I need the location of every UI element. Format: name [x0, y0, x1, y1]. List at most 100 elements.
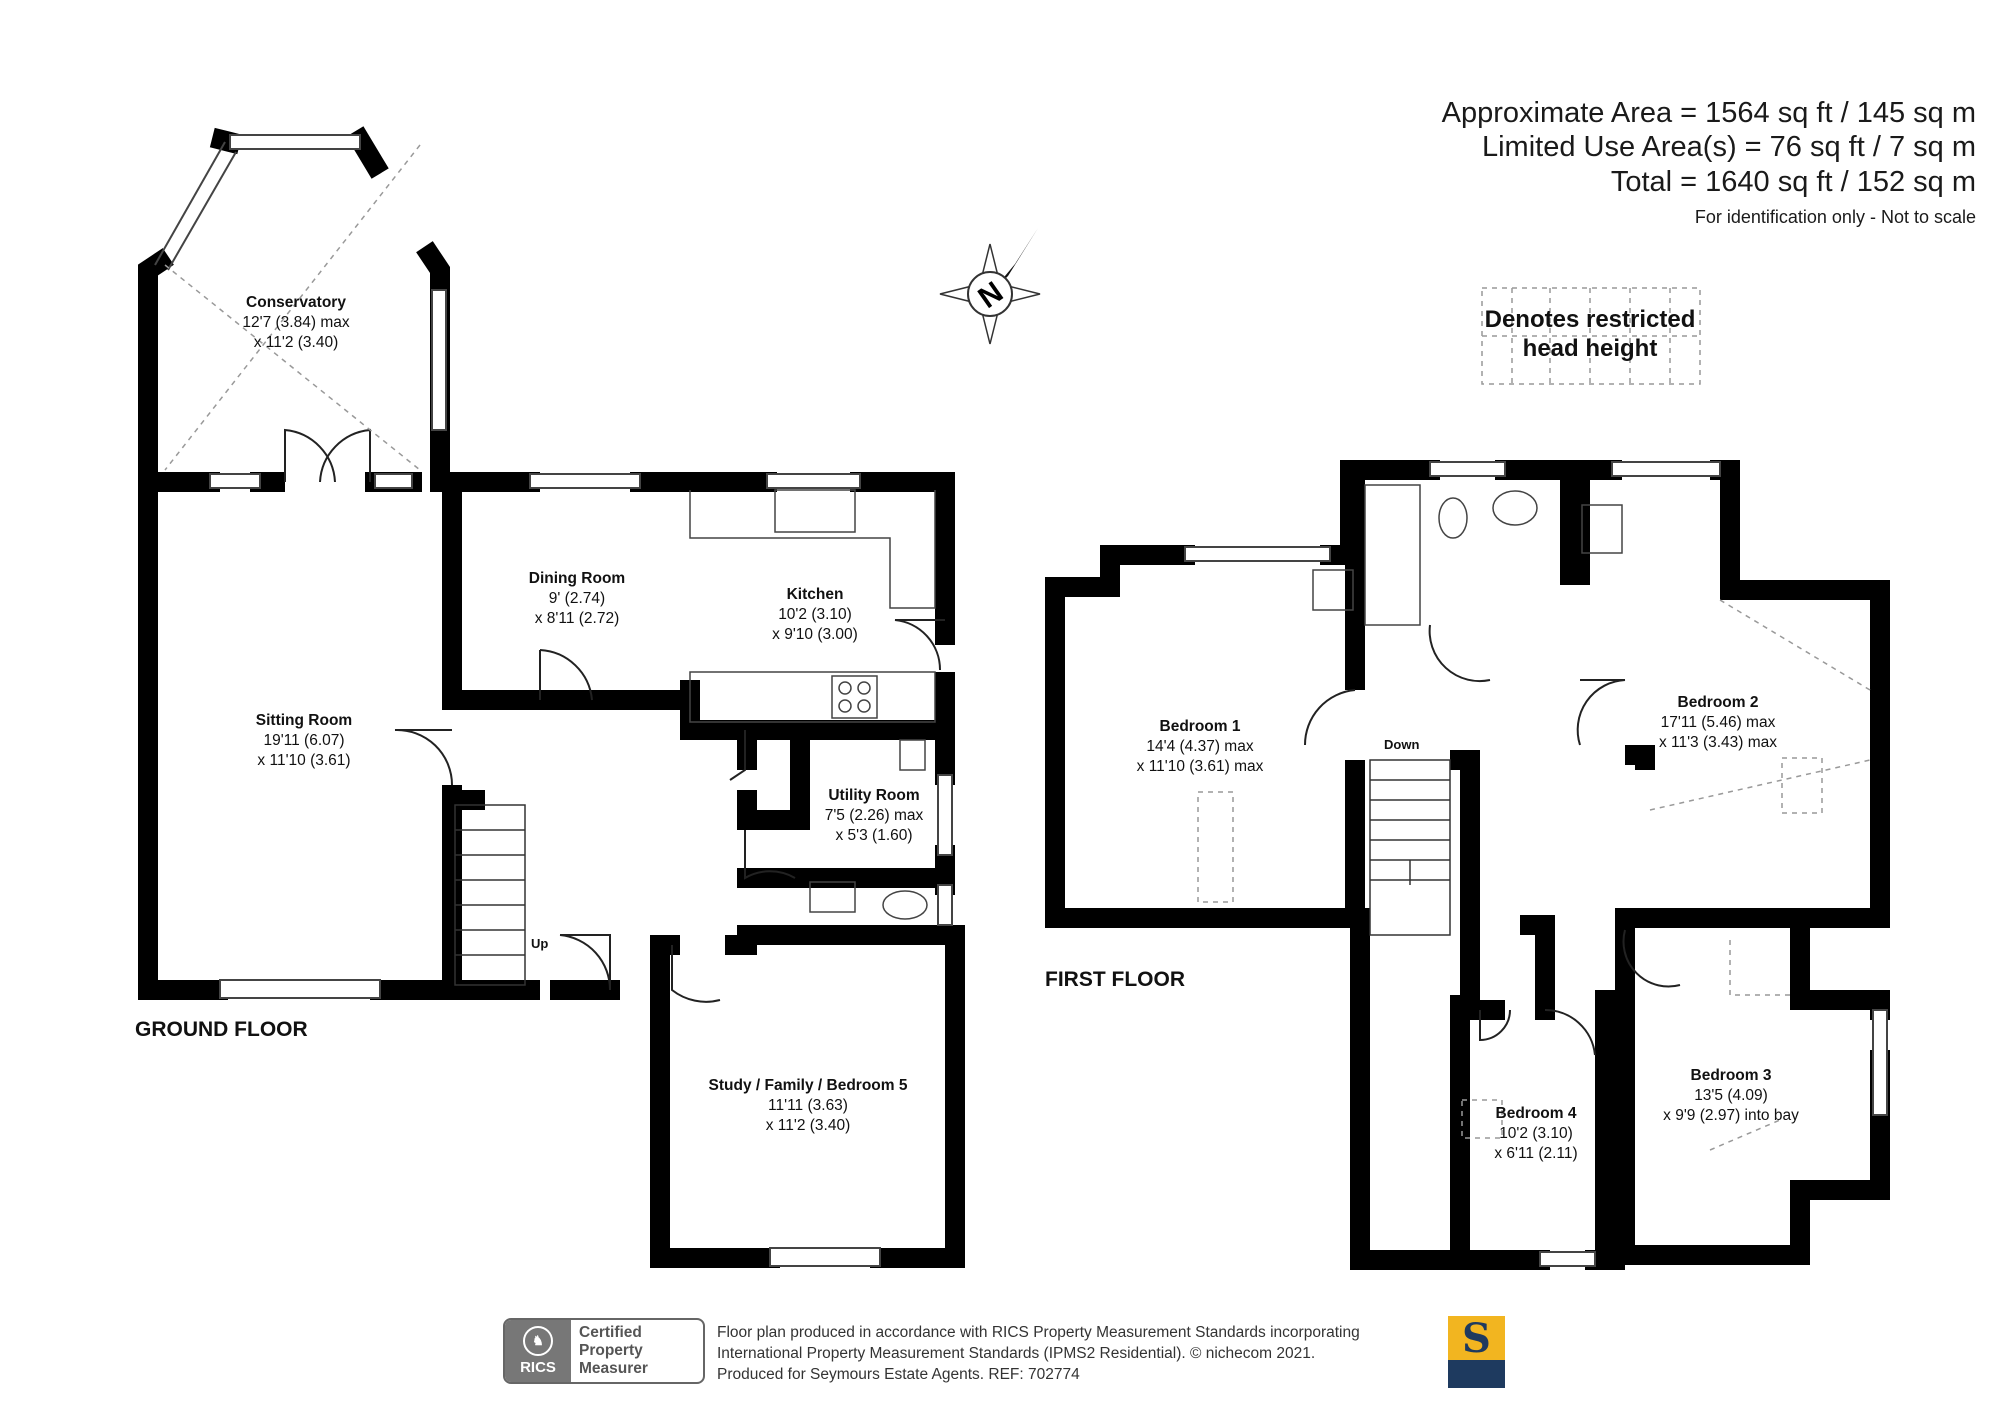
legend-line-1: Denotes restricted	[1484, 306, 1696, 333]
window	[219, 979, 381, 999]
bedroom4-walls	[1450, 915, 1615, 1265]
window	[529, 473, 641, 489]
seymours-logo: S	[1448, 1315, 1505, 1388]
footer-line: International Property Measurement Stand…	[717, 1345, 1316, 1362]
window	[1611, 461, 1721, 477]
room-dimension: 7'5 (2.26) max	[824, 807, 924, 824]
room-dimension: 11'11 (3.63)	[768, 1097, 848, 1114]
window	[769, 1247, 881, 1267]
room-name: Conservatory	[246, 294, 346, 311]
room-name: Bedroom 2	[1677, 694, 1759, 711]
kitchen-lower-counter	[689, 671, 936, 723]
utility-unit	[899, 739, 926, 771]
room-dimension: 10'2 (3.10)	[1499, 1125, 1573, 1142]
first-floor-stairs	[1369, 759, 1451, 936]
rics-certified-badge: ♞ RICS Certified Property Measurer	[503, 1318, 705, 1384]
legend-line-2: head height	[1522, 335, 1658, 362]
room-name: Dining Room	[528, 570, 626, 587]
basin-bed1-icon	[1312, 569, 1354, 611]
window	[209, 473, 261, 489]
window	[1184, 546, 1331, 562]
room-dimension: x 9'9 (2.97) into bay	[1663, 1107, 1799, 1124]
room-dimension: x 11'10 (3.61) max	[1136, 758, 1264, 775]
room-dining-room: Dining Room 9' (2.74) x 8'11 (2.72)	[529, 569, 625, 629]
room-sitting-room: Sitting Room 19'11 (6.07) x 11'10 (3.61)	[256, 711, 352, 771]
hob-icon	[831, 675, 878, 719]
bath-icon	[1364, 484, 1421, 626]
room-dimension: x 11'3 (3.43) max	[1658, 734, 1778, 751]
wc-walls	[737, 868, 955, 945]
rics-org: RICS	[520, 1359, 556, 1376]
scale-note: For identification only - Not to scale	[1694, 207, 1976, 227]
footer-disclaimer: Floor plan produced in accordance with R…	[717, 1322, 1360, 1385]
room-utility-room: Utility Room 7'5 (2.26) max x 5'3 (1.60)	[825, 786, 924, 846]
wc-toilet-icon	[882, 890, 928, 920]
north-arrow-icon: N	[939, 228, 1041, 345]
rear-wall	[442, 472, 955, 710]
room-dimension: x 8'11 (2.72)	[534, 610, 620, 627]
stairs-up-label: Up	[531, 936, 549, 951]
first-floor-label: FIRST FLOOR	[1045, 968, 1185, 991]
room-dimension: 13'5 (4.09)	[1694, 1087, 1768, 1104]
footer-line: Floor plan produced in accordance with R…	[717, 1324, 1360, 1341]
basin-bed2-icon	[1581, 504, 1623, 554]
window	[1539, 1251, 1596, 1267]
wc-sink-icon	[809, 881, 856, 913]
landing-walls	[1345, 750, 1625, 1270]
total-area-text: Total = 1640 sq ft / 152 sq m	[1610, 166, 1976, 198]
bedroom3-walls	[1615, 908, 1890, 1265]
window	[229, 134, 361, 150]
window	[431, 289, 447, 431]
room-dimension: x 9'10 (3.00)	[772, 626, 858, 643]
room-dimension: 9' (2.74)	[548, 590, 606, 607]
kitchen-walls	[442, 672, 955, 740]
room-dimension: x 11'2 (3.40)	[765, 1117, 851, 1134]
window	[937, 774, 953, 856]
room-dimension: 17'11 (5.46) max	[1660, 714, 1776, 731]
room-bedroom-4: Bedroom 4 10'2 (3.10) x 6'11 (2.11)	[1494, 1104, 1577, 1164]
room-dimension: x 5'3 (1.60)	[835, 827, 913, 844]
bedroom2-walls	[1560, 460, 1890, 928]
room-name: Bedroom 3	[1690, 1067, 1772, 1084]
room-name: Study / Family / Bedroom 5	[708, 1077, 908, 1094]
kitchen-sink-icon	[774, 489, 856, 533]
hall-walls	[442, 785, 485, 1000]
window	[374, 473, 413, 489]
limited-use-area-text: Limited Use Area(s) = 76 sq ft / 7 sq m	[1481, 131, 1976, 163]
study-walls	[650, 925, 965, 1268]
room-study: Study / Family / Bedroom 5 11'11 (3.63) …	[709, 1076, 908, 1136]
kitchen-counter	[689, 490, 936, 609]
approximate-area-text: Approximate Area = 1564 sq ft / 145 sq m	[1441, 97, 1976, 129]
room-dimension: 10'2 (3.10)	[778, 606, 852, 623]
ground-stairs	[454, 804, 526, 986]
room-dimension: x 11'2 (3.40)	[253, 334, 339, 351]
restricted-head-height-legend: Denotes restricted head height	[1470, 305, 1710, 363]
rics-line: Certified	[579, 1324, 642, 1341]
room-conservatory: Conservatory 12'7 (3.84) max x 11'2 (3.4…	[242, 293, 349, 353]
rics-logo: ♞ RICS	[505, 1320, 571, 1382]
seymours-logo-letter: S	[1448, 1315, 1505, 1362]
room-name: Utility Room	[828, 787, 920, 804]
rics-crest-icon: ♞	[523, 1326, 553, 1356]
window	[1872, 1009, 1888, 1116]
toilet-icon	[1438, 497, 1468, 539]
room-dimension: 12'7 (3.84) max	[242, 314, 350, 331]
seymours-logo-bar	[1448, 1360, 1505, 1388]
room-dimension: 14'4 (4.37) max	[1146, 738, 1254, 755]
conservatory-walls	[138, 126, 450, 492]
room-dimension: x 6'11 (2.11)	[1494, 1145, 1578, 1162]
window	[1429, 461, 1506, 477]
rics-line: Measurer	[579, 1360, 648, 1377]
ground-floor-label: GROUND FLOOR	[135, 1018, 308, 1041]
room-name: Bedroom 1	[1159, 718, 1241, 735]
room-name: Kitchen	[786, 586, 844, 603]
footer-line: Produced for Seymours Estate Agents. REF…	[717, 1366, 1080, 1383]
stairs-down-label: Down	[1384, 737, 1420, 752]
window	[766, 473, 861, 489]
room-name: Sitting Room	[255, 712, 353, 729]
window	[937, 884, 953, 926]
room-bedroom-1: Bedroom 1 14'4 (4.37) max x 11'10 (3.61)…	[1137, 717, 1264, 777]
room-bedroom-3: Bedroom 3 13'5 (4.09) x 9'9 (2.97) into …	[1663, 1066, 1799, 1126]
rics-line: Property	[579, 1342, 643, 1359]
